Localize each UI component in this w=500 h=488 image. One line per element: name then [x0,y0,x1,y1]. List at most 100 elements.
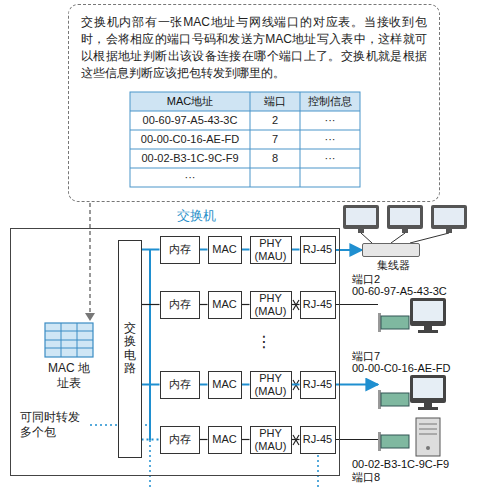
hub-monitors-part [387,205,423,229]
callout-box: 交换机内部有一张MAC地址与网线端口的对应表。当接收到包时，会将相应的端口号码和… [68,4,440,202]
connector [200,439,208,440]
table-cell: 00-60-97-A5-43-3C [130,111,250,130]
connector [142,304,160,305]
server-icon-part [419,424,437,425]
hub-monitors-part [390,208,420,225]
rj45-box: RJ-45 [300,236,336,264]
connector [142,249,160,251]
pc-port2-icon-part [381,316,409,329]
ellipsis-mark: ⋮ [256,332,270,352]
server-icon-part [381,435,409,448]
server-icon-part [419,429,437,430]
table-cell: 8 [250,149,300,168]
packet-path-part [149,440,151,488]
table-cell: 控制信息 [300,92,360,111]
node-label: 内存 [169,433,191,445]
node-label: MAC [212,298,236,310]
mac-table-grid-part [300,92,301,187]
mac-table-icon-part [77,323,78,357]
pc-port7-icon [378,375,446,410]
connector [292,439,300,440]
pc-port7-icon-part [413,378,443,398]
callout-pointer-part [89,203,91,314]
packet-path-part [317,455,319,488]
connector [242,384,250,386]
node-label: PHY (MAU) [252,237,290,261]
rj45-box: RJ-45 [300,371,336,399]
mac-table-icon [45,323,93,357]
node-label: RJ-45 [303,433,332,445]
node-label: PHY (MAU) [252,427,290,451]
node-label: MAC [212,378,236,390]
table-cell: 2 [250,111,300,130]
table-cell: ··· [130,168,250,187]
node-label: MAC [212,433,236,445]
connector [292,249,300,251]
connector [336,384,379,386]
rj45-box: RJ-45 [300,291,336,319]
mac-box: MAC [208,371,242,399]
table-cell: 00-02-B3-1C-9C-F9 [130,149,250,168]
pc-port7-icon-part [410,375,446,403]
hub-box: 集线器 [362,243,420,257]
computer: 端口200-60-97-A5-43-3C [378,298,448,336]
server-icon-part [416,418,440,456]
pc-port2-icon [378,298,446,333]
node-label: 00-00-C0-16-AE-FD [352,362,450,375]
hub-monitors-part [434,208,464,225]
connector [242,439,250,440]
connector [242,304,250,305]
node-label: 交换电路 [124,322,136,375]
node-label: RJ-45 [303,378,332,390]
hub-monitors-part [402,229,408,233]
pc-port2-icon-part [424,326,432,330]
mac-table-grid-part [130,149,360,150]
table-cell: ··· [300,111,360,130]
node-label: 00-02-B3-1C-9C-F9 [352,458,449,471]
mac-table-icon-part [45,340,93,341]
table-cell: MAC地址 [130,92,250,111]
switching-circuit: 交换电路 [118,240,142,458]
pc-port2-icon-part [418,330,438,333]
table-cell: 00-00-C0-16-AE-FD [130,130,250,149]
node-label: RJ-45 [303,243,332,255]
hub-monitors-part [431,205,467,229]
hub-monitors-part [446,229,452,233]
icon-label: MAC 地址表 [48,361,90,391]
mac-box: MAC [208,291,242,319]
memory-box: 内存 [160,291,200,319]
connector [292,384,300,386]
node-label: MAC [212,243,236,255]
node-label: 端口8 [352,471,380,484]
phy-box: PHY (MAU) [250,236,292,264]
mac-table-grid-part [130,92,360,187]
pc-port7-icon-part [381,393,409,406]
pc-port7-icon-part [424,403,432,407]
server-icon [378,418,440,456]
callout-pointer [85,203,95,321]
note-label: 可同时转发 多个包 [20,410,86,440]
node-label: 内存 [169,378,191,390]
hub-monitors-part [358,229,364,233]
mac-table-icon-part [45,323,93,357]
hub-monitors-part [343,205,379,229]
connector [336,304,379,305]
server-icon-part [419,434,437,435]
computer: 端口700-00-C0-16-AE-FD [378,375,448,413]
phy-box: PHY (MAU) [250,291,292,319]
callout-pointer-part [85,313,95,321]
node-label: RJ-45 [303,298,332,310]
heading: 交换机 [177,207,216,225]
connector [200,304,208,305]
pc-port2-icon-part [413,301,443,321]
hub-monitors-part [346,208,376,225]
packet-path-part [149,250,151,440]
heading: 集线器 [377,258,410,273]
connector [142,439,160,441]
node-label: PHY (MAU) [252,372,290,396]
mac-table-icon-part [45,331,93,332]
mac-box: MAC [208,426,242,454]
connector [200,384,208,386]
node-label: 内存 [169,298,191,310]
